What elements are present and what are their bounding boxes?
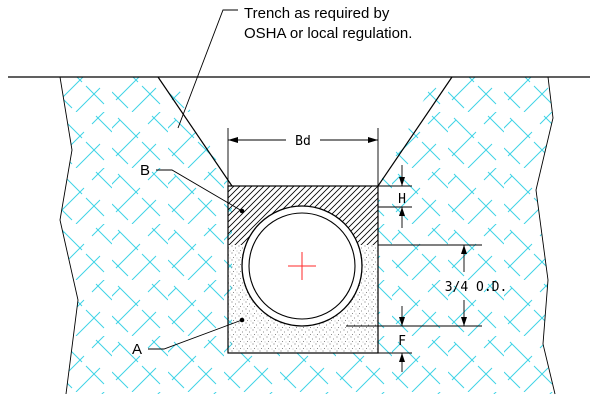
od-label: 3/4 O.D.	[445, 280, 508, 295]
callout-leader	[177, 9, 238, 129]
soil-left	[60, 77, 555, 394]
soil-outline	[59, 76, 556, 395]
callout-line1: Trench as required by	[244, 5, 390, 22]
h-label: H	[398, 192, 406, 207]
plus-crosshair-icon	[288, 252, 316, 280]
trench-wall-right	[377, 76, 453, 187]
b-label: B	[140, 162, 150, 179]
trench-box	[227, 185, 379, 354]
f-label: F	[398, 334, 406, 349]
callout-line2: OSHA or local regulation.	[244, 25, 412, 42]
trench-wall-left	[157, 76, 233, 187]
a-label: A	[132, 341, 142, 358]
bd-label: Bd	[295, 134, 311, 149]
